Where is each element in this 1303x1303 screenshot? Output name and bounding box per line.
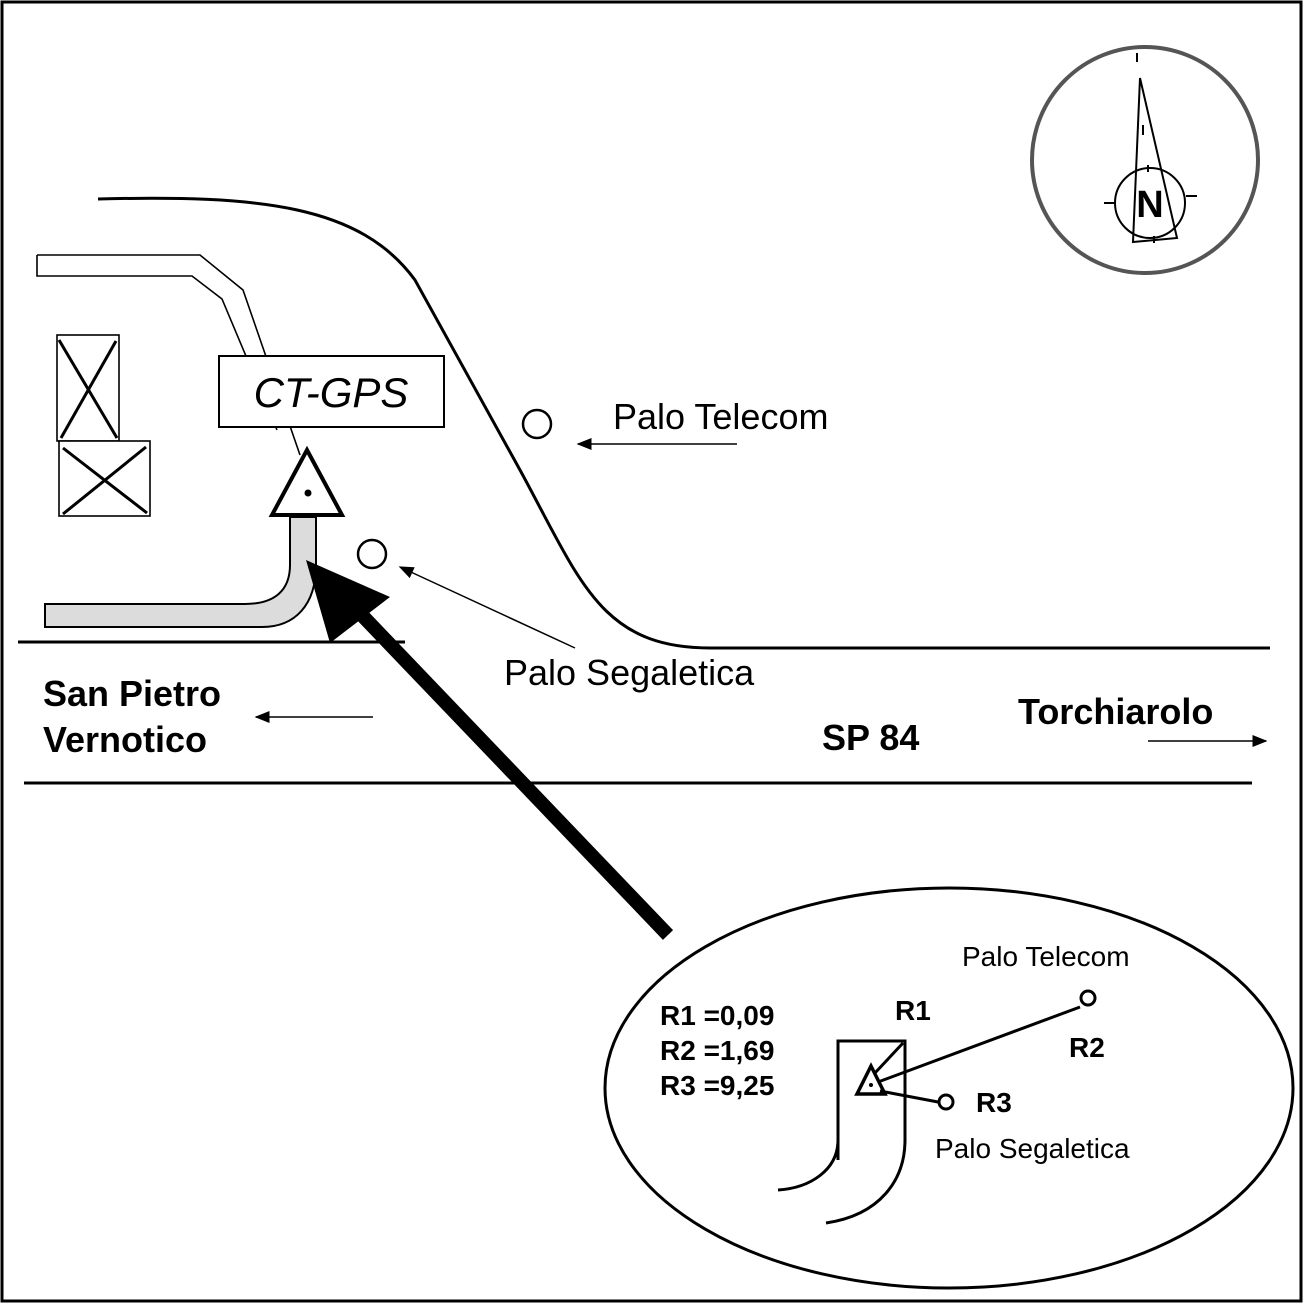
inset-distance-r1: R1 =0,09 — [660, 1000, 774, 1031]
callout-arrow-icon — [306, 560, 674, 940]
east-destination: Torchiarolo — [1018, 691, 1213, 732]
palo-segaletica-label: Palo Segaletica — [504, 652, 755, 693]
building-icon — [58, 440, 151, 517]
compass-rose-icon: N — [1030, 45, 1260, 275]
inset-palo-telecom-label: Palo Telecom — [962, 941, 1130, 972]
inset-r1-label: R1 — [895, 995, 931, 1026]
road-edge-curve — [97, 196, 1270, 650]
inset-distance-r3: R3 =9,25 — [660, 1070, 774, 1101]
gps-station-icon — [268, 445, 346, 517]
compass-north-letter: N — [1136, 184, 1163, 226]
palo-telecom-label: Palo Telecom — [613, 396, 828, 437]
west-destination-line2: Vernotico — [43, 719, 207, 760]
building-icon — [56, 334, 120, 442]
west-destination-line1: San Pietro — [43, 673, 221, 714]
palo-segaletica-arrow-icon — [398, 566, 576, 649]
inset-diagram — [777, 989, 1097, 1225]
station-label: CT-GPS — [254, 369, 409, 416]
road-name: SP 84 — [822, 717, 919, 758]
inset-r2-label: R2 — [1069, 1032, 1105, 1063]
palo-segaletica-marker — [356, 538, 388, 570]
palo-telecom-marker — [521, 408, 553, 440]
inset-palo-segaletica-label: Palo Segaletica — [935, 1133, 1130, 1164]
detail-inset — [603, 886, 1295, 1290]
station-label-box — [218, 355, 445, 428]
inset-r3-label: R3 — [976, 1087, 1012, 1118]
inset-distance-r2: R2 =1,69 — [660, 1035, 774, 1066]
